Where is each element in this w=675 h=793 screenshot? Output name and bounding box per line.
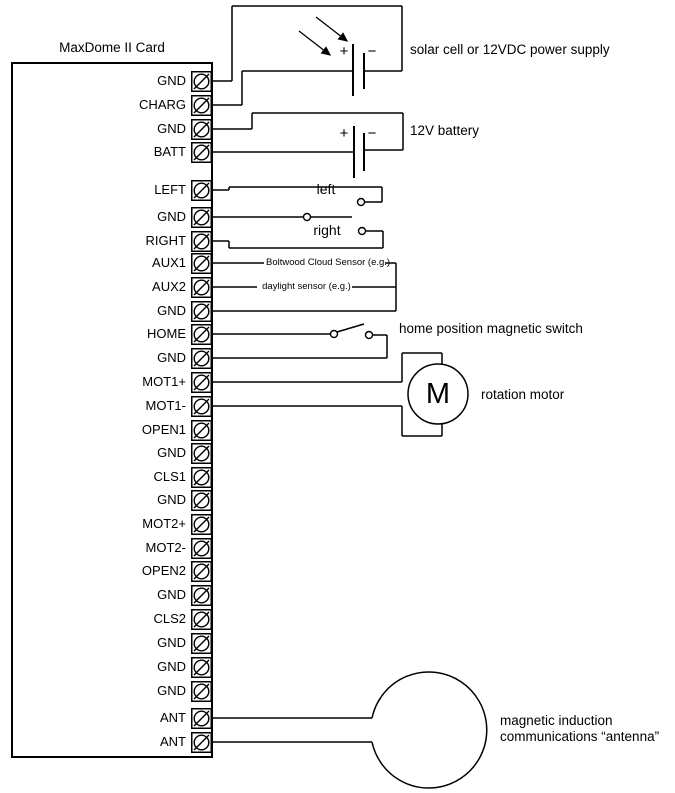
solar-minus-sign: −	[367, 43, 377, 60]
terminal-label-gnd-0: GND	[157, 73, 186, 88]
terminal-label-gnd-24: GND	[157, 659, 186, 674]
terminal-screw-icon-22	[191, 608, 212, 630]
rotation-motor-label: rotation motor	[481, 387, 565, 402]
terminal-screw-icon-20	[191, 560, 212, 582]
terminal-screw-icon-25	[191, 680, 212, 702]
terminal-screw-icon-11	[191, 347, 212, 369]
battery-label: 12V battery	[410, 123, 480, 138]
terminal-label-gnd-17: GND	[157, 492, 186, 507]
terminal-label-open2-20: OPEN2	[141, 563, 186, 578]
terminal-label-open1-14: OPEN1	[141, 422, 186, 437]
terminal-label-mot2--19: MOT2-	[145, 540, 186, 555]
terminal-screw-icon-0	[191, 70, 212, 92]
terminal-label-home-10: HOME	[147, 326, 186, 341]
terminal-label-aux2-8: AUX2	[152, 279, 186, 294]
terminal-label-gnd-15: GND	[157, 445, 186, 460]
terminal-screw-icon-5	[191, 206, 212, 228]
terminal-screw-icon-8	[191, 276, 212, 298]
home-switch-label: home position magnetic switch	[399, 321, 583, 336]
terminal-screw-icon-16	[191, 466, 212, 488]
battery-plus-sign: +	[339, 125, 349, 142]
card-title: MaxDome II Card	[59, 40, 165, 55]
terminal-label-ant-27: ANT	[160, 734, 186, 749]
antenna-label-line1: magnetic induction	[500, 713, 613, 728]
terminal-label-mot1--13: MOT1-	[145, 398, 186, 413]
battery-minus-sign: −	[367, 125, 377, 142]
aux2-sensor-label: daylight sensor (e.g.)	[262, 281, 351, 292]
terminal-label-aux1-7: AUX1	[152, 255, 186, 270]
terminal-label-gnd-2: GND	[157, 121, 186, 136]
terminal-label-cls1-16: CLS1	[153, 469, 186, 484]
antenna-loop-icon	[371, 671, 488, 789]
terminal-screw-icon-7	[191, 252, 212, 274]
terminal-screw-icon-12	[191, 371, 212, 393]
terminal-label-gnd-23: GND	[157, 635, 186, 650]
right-switch-label: right	[313, 222, 341, 238]
terminal-label-charg-1: CHARG	[139, 97, 186, 112]
switch-contact-circles	[302, 197, 374, 340]
aux1-sensor-label: Boltwood Cloud Sensor (e.g.)	[266, 257, 391, 268]
maxdome-card-outline	[11, 62, 213, 758]
terminal-screw-icon-2	[191, 118, 212, 140]
terminal-screw-icon-26	[191, 707, 212, 729]
terminal-label-right-6: RIGHT	[145, 233, 186, 248]
terminal-label-cls2-22: CLS2	[153, 611, 186, 626]
terminal-screw-icon-18	[191, 513, 212, 535]
solar-plus-sign: +	[339, 43, 349, 60]
terminal-label-gnd-25: GND	[157, 683, 186, 698]
terminal-screw-icon-19	[191, 537, 212, 559]
motor-letter: M	[425, 378, 451, 410]
terminal-label-gnd-11: GND	[157, 350, 186, 365]
terminal-screw-icon-15	[191, 442, 212, 464]
terminal-label-gnd-5: GND	[157, 209, 186, 224]
terminal-screw-icon-23	[191, 632, 212, 654]
terminal-screw-icon-24	[191, 656, 212, 678]
antenna-label-line2: communications “antenna”	[500, 729, 660, 744]
left-switch-label: left	[316, 181, 336, 197]
terminal-label-ant-26: ANT	[160, 710, 186, 725]
terminal-label-mot1+-12: MOT1+	[142, 374, 186, 389]
terminal-label-gnd-21: GND	[157, 587, 186, 602]
terminal-label-mot2+-18: MOT2+	[142, 516, 186, 531]
terminal-screw-icon-1	[191, 94, 212, 116]
terminal-screw-icon-27	[191, 731, 212, 753]
terminal-screw-icon-10	[191, 323, 212, 345]
terminal-screw-icon-21	[191, 584, 212, 606]
terminal-screw-icon-17	[191, 489, 212, 511]
terminal-screw-icon-14	[191, 419, 212, 441]
terminal-screw-icon-9	[191, 300, 212, 322]
terminal-screw-icon-13	[191, 395, 212, 417]
terminal-label-batt-3: BATT	[153, 144, 186, 159]
terminal-screw-icon-6	[191, 230, 212, 252]
terminal-screw-icon-4	[191, 179, 212, 201]
terminal-label-gnd-9: GND	[157, 303, 186, 318]
solar-supply-label: solar cell or 12VDC power supply	[410, 42, 610, 57]
terminal-screw-icon-3	[191, 141, 212, 163]
terminal-label-left-4: LEFT	[154, 182, 186, 197]
